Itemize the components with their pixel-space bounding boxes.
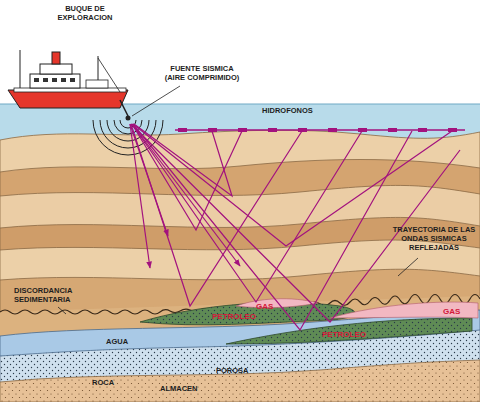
- gas-zone: [330, 302, 478, 318]
- oil-texture: [226, 318, 472, 344]
- hydrophone-streamer: [175, 128, 465, 132]
- water-label: AGUA: [106, 337, 146, 346]
- rock-label: POROSA: [216, 366, 266, 375]
- rock-layer: [0, 269, 480, 402]
- leader-lines: [58, 86, 418, 314]
- rock-layer: [0, 160, 480, 402]
- oil-zone: [226, 318, 472, 344]
- rock-label: ROCA: [92, 378, 132, 387]
- oil-label: PETROLEO: [212, 312, 262, 321]
- seismic-source: [126, 116, 131, 121]
- rock-layer: [0, 240, 480, 402]
- gas-zone: [236, 299, 318, 308]
- seabed-layer: [0, 130, 480, 402]
- ray-path-label: TRAYECTORIA DE LAS ONDAS SISMICAS REFLEJ…: [392, 225, 476, 252]
- hydrophone-label: HIDROFONOS: [262, 106, 332, 115]
- lower-sequence: [0, 296, 480, 402]
- ship-label: BUQUE DE EXPLORACION: [46, 4, 124, 22]
- exploration-ship: [8, 50, 128, 116]
- bottom-texture: [0, 360, 480, 402]
- oil-label: PETROLEO: [322, 330, 372, 339]
- gas-label: GAS: [443, 307, 473, 316]
- unconformity-label: DISCORDANCIA SEDIMENTARIA: [14, 286, 104, 304]
- rock-layer: [0, 217, 480, 402]
- gas-label: GAS: [256, 302, 286, 311]
- bottom-rock: [0, 360, 480, 402]
- source-label: FUENTE SISMICA (AIRE COMPRIMIDO): [164, 64, 240, 82]
- rock-label: ALMACEN: [160, 384, 210, 393]
